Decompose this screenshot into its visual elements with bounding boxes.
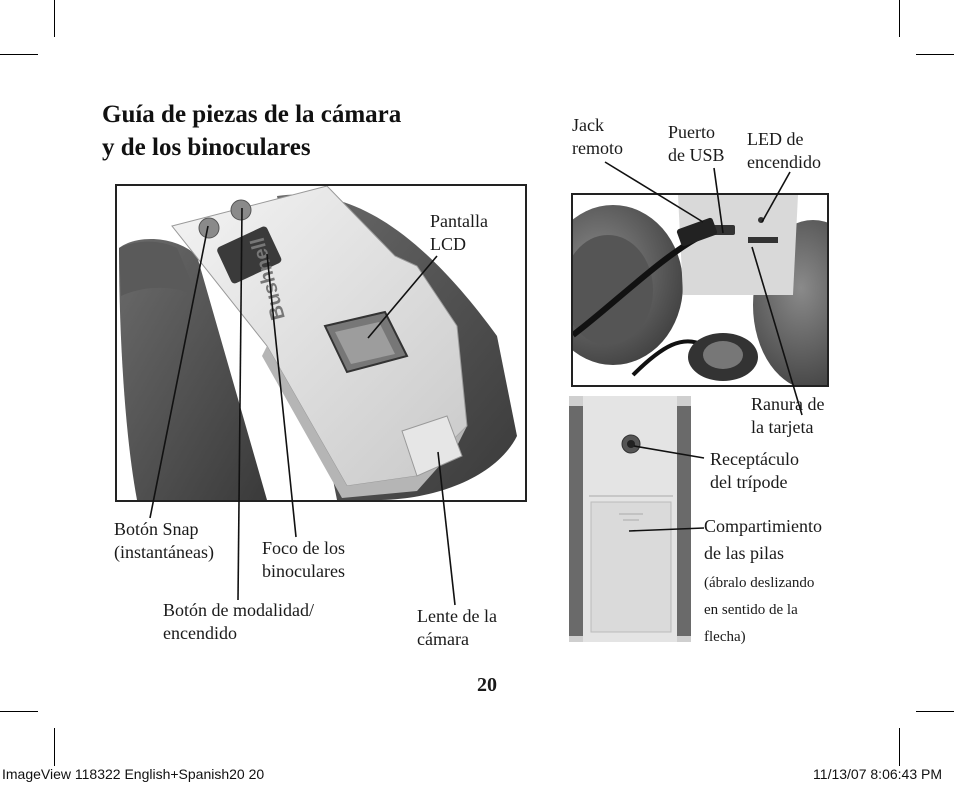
crop-mark	[54, 728, 55, 766]
label-line: (instantáneas)	[114, 542, 214, 562]
label-line: remoto	[572, 138, 623, 158]
footer-slug-right: 11/13/07 8:06:43 PM	[813, 766, 942, 782]
label-line: (ábralo deslizando	[704, 575, 815, 591]
label-line: cámara	[417, 629, 469, 649]
title-line-2: y de los binoculares	[102, 134, 311, 161]
ports-illustration	[573, 195, 827, 385]
label-puerto-usb: Puerto de USB	[668, 121, 725, 167]
crop-mark	[916, 54, 954, 55]
label-jack-remoto: Jack remoto	[572, 114, 623, 160]
footer-slug-left: ImageView 118322 English+Spanish20 20	[2, 766, 265, 782]
binocular-illustration: Bushnell	[119, 186, 517, 500]
label-compartimiento-note: (ábralo deslizando en sentido de la flec…	[704, 570, 814, 651]
label-line: LED de	[747, 129, 804, 149]
label-line: de las pilas	[704, 543, 784, 563]
page-title: Guía de piezas de la cámara y de los bin…	[102, 98, 401, 164]
label-line: la tarjeta	[751, 417, 814, 437]
label-line: Botón de modalidad/	[163, 600, 314, 620]
crop-mark	[899, 728, 900, 766]
label-compartimiento: Compartimiento de las pilas	[704, 513, 822, 567]
label-led: LED de encendido	[747, 128, 821, 174]
label-line: Puerto	[668, 122, 715, 142]
label-line: en sentido de la	[704, 602, 798, 618]
label-boton-snap: Botón Snap (instantáneas)	[114, 518, 214, 564]
crop-mark	[0, 54, 38, 55]
label-line: Lente de la	[417, 606, 497, 626]
crop-mark	[54, 0, 55, 37]
label-line: flecha)	[704, 629, 746, 645]
underside-illustration	[569, 396, 691, 642]
ports-photo	[571, 193, 829, 387]
label-pantalla-lcd: Pantalla LCD	[430, 210, 488, 256]
label-line: Compartimiento	[704, 516, 822, 536]
label-line: Receptáculo	[710, 449, 799, 469]
label-line: de USB	[668, 145, 725, 165]
binocular-camera-photo: Bushnell	[115, 184, 527, 502]
page-number: 20	[477, 674, 497, 696]
label-line: Pantalla	[430, 211, 488, 231]
crop-mark	[916, 711, 954, 712]
label-ranura: Ranura de la tarjeta	[751, 393, 824, 439]
label-line: Foco de los	[262, 538, 345, 558]
crop-mark	[899, 0, 900, 37]
label-line: del trípode	[710, 472, 788, 492]
label-line: encendido	[747, 152, 821, 172]
underside-photo	[569, 396, 691, 642]
label-line: Jack	[572, 115, 604, 135]
label-line: LCD	[430, 234, 466, 254]
label-receptaculo: Receptáculo del trípode	[710, 448, 799, 494]
label-lente: Lente de la cámara	[417, 605, 497, 651]
label-line: encendido	[163, 623, 237, 643]
label-line: Botón Snap	[114, 519, 199, 539]
label-foco: Foco de los binoculares	[262, 537, 345, 583]
label-line: Ranura de	[751, 394, 825, 414]
title-line-1: Guía de piezas de la cámara	[102, 101, 402, 128]
label-boton-modalidad: Botón de modalidad/ encendido	[163, 599, 314, 645]
crop-mark	[0, 711, 38, 712]
label-line: binoculares	[262, 561, 345, 581]
